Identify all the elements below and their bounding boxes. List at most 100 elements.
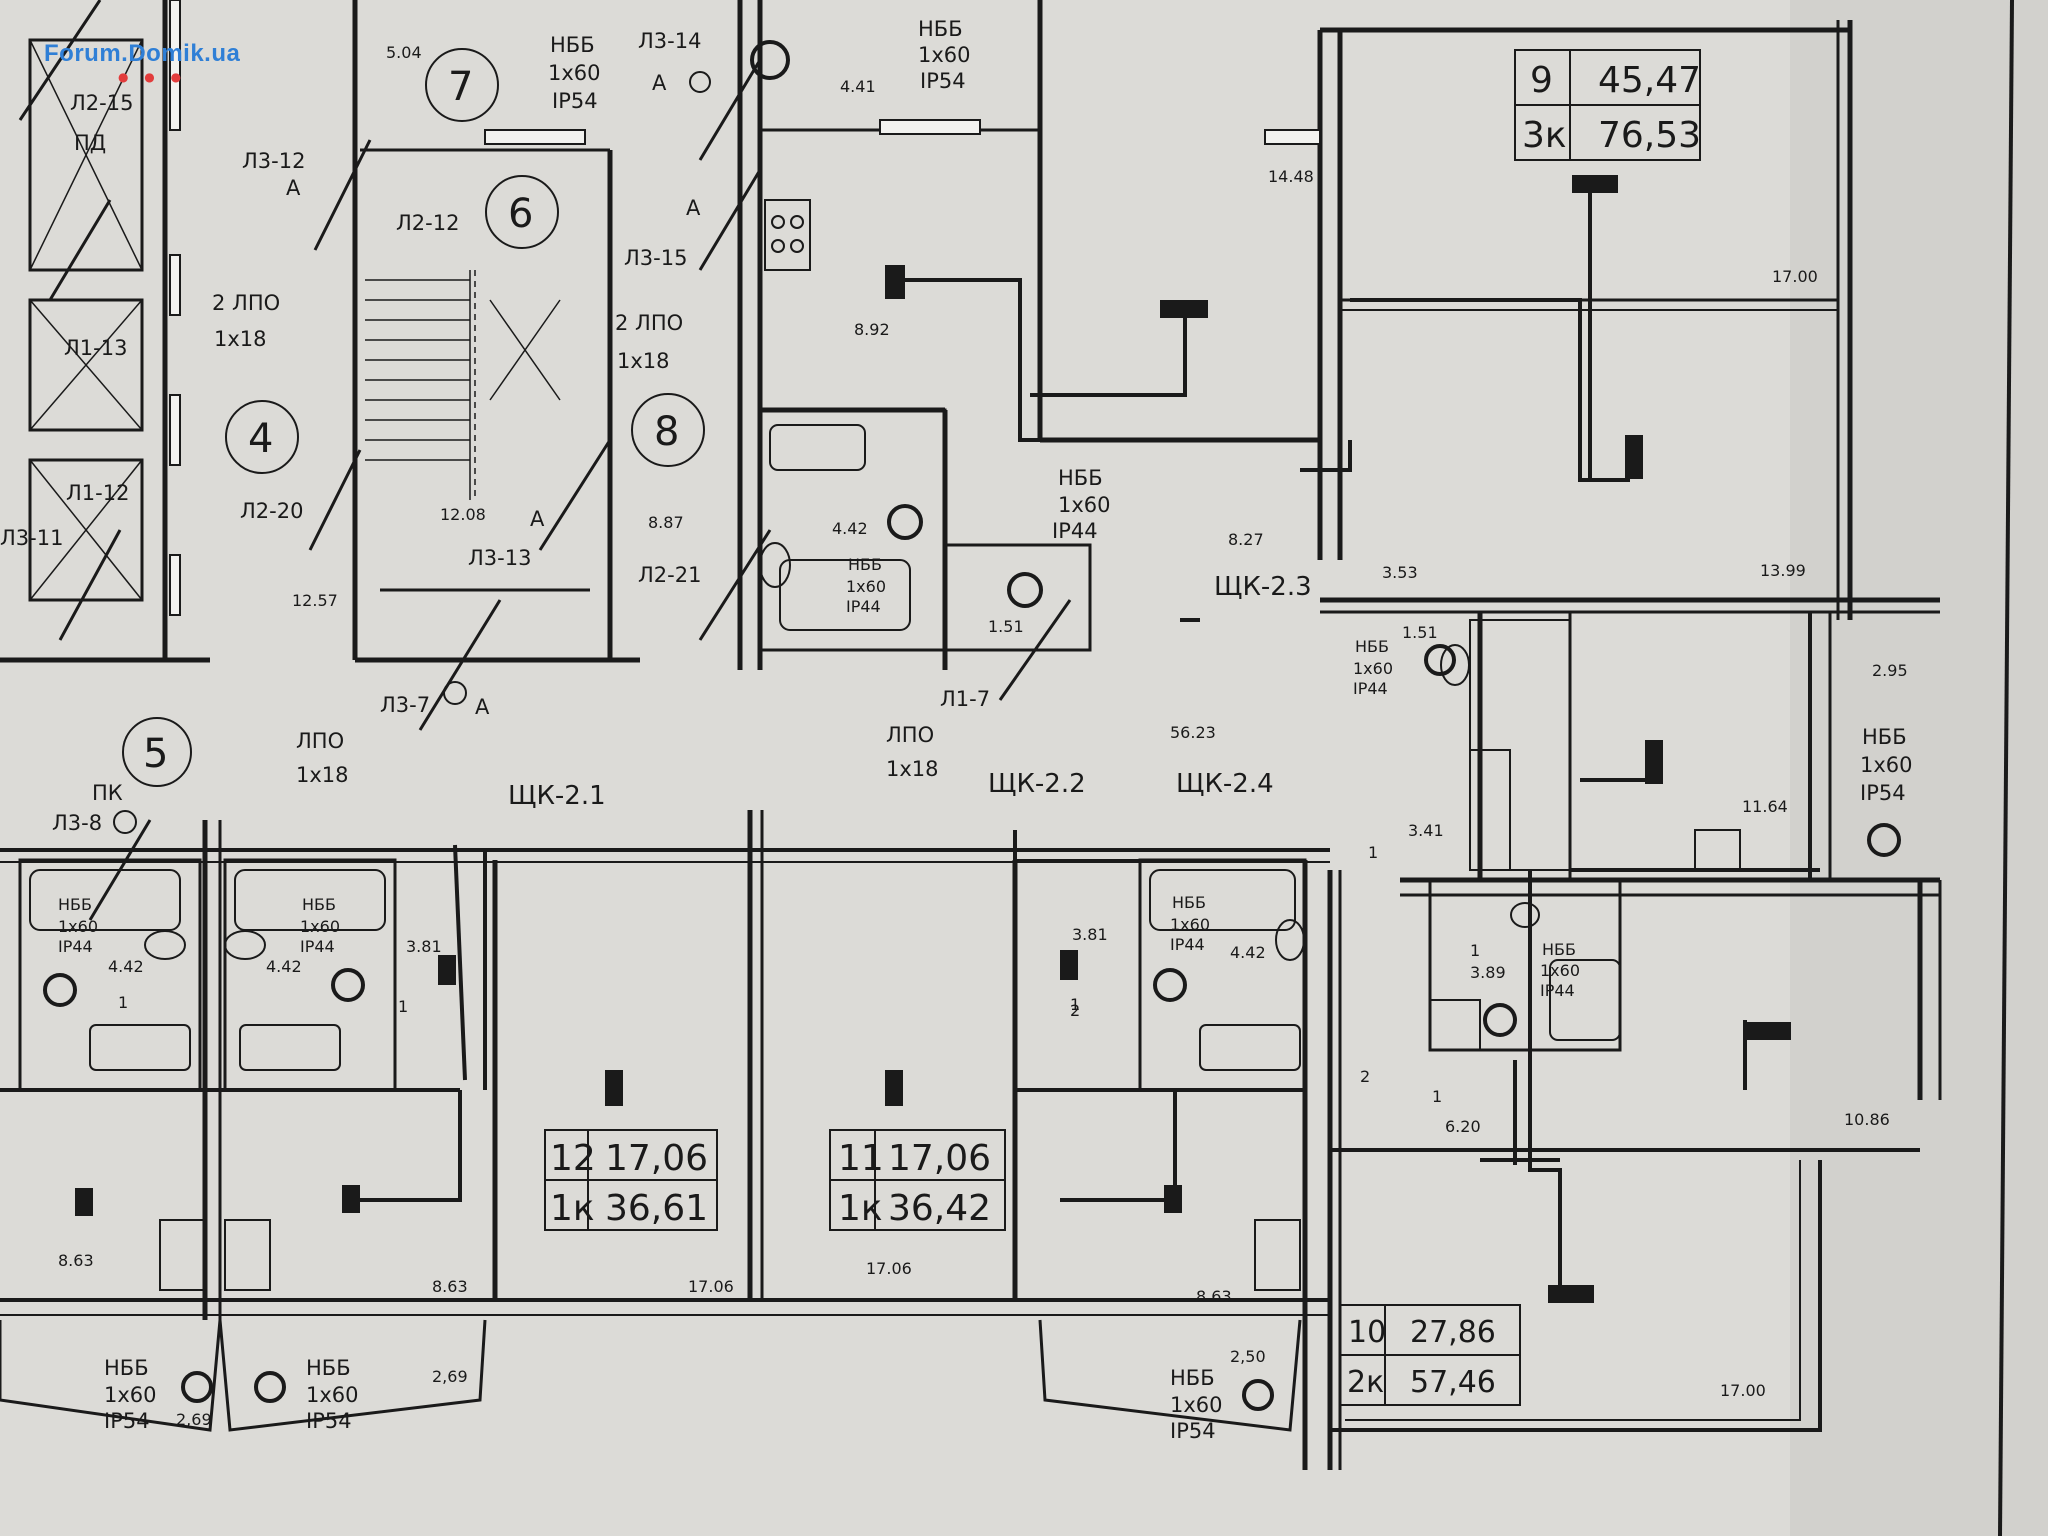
svg-text:НББ: НББ: [1172, 893, 1206, 912]
svg-text:IP54: IP54: [552, 89, 598, 113]
apartment-10-living-area: 27,86: [1410, 1315, 1496, 1350]
circuit-label: Л2-12: [396, 211, 459, 235]
apartment-11-number: 11: [838, 1138, 884, 1179]
svg-text:2 ЛПО: 2 ЛПО: [212, 291, 280, 315]
axis-label-6: 6: [508, 191, 533, 237]
svg-text:1х18: 1х18: [617, 349, 670, 373]
axis-label-4: 4: [248, 416, 273, 462]
svg-text:2,69: 2,69: [432, 1367, 468, 1386]
apartment-10-number: 10: [1348, 1315, 1386, 1350]
fixture-label: НББ 1х60 IP44: [300, 895, 340, 956]
svg-text:4.41: 4.41: [840, 77, 876, 96]
apartment-10-box: [1339, 1304, 1521, 1406]
svg-text:НББ: НББ: [104, 1356, 149, 1380]
svg-text:3.53: 3.53: [1382, 563, 1418, 582]
circuit-label: Л3-8: [52, 811, 102, 835]
fixture-label: НББ 1х60 IP44: [1170, 893, 1210, 954]
circuit-label: А: [286, 176, 301, 200]
svg-text:14.48: 14.48: [1268, 167, 1314, 186]
svg-text:1.51: 1.51: [1402, 623, 1438, 642]
panel-label: ЩК-2.4: [1176, 769, 1274, 799]
circuit-label: Л3-11: [0, 526, 63, 550]
svg-text:1х18: 1х18: [886, 757, 939, 781]
junction-boxes: [75, 175, 1791, 1303]
svg-text:1х18: 1х18: [296, 763, 349, 787]
svg-text:2: 2: [1070, 1001, 1080, 1020]
svg-text:2 ЛПО: 2 ЛПО: [615, 311, 683, 335]
room-area-labels: 5.04 4.41 14.48 17.00 8.92 8.87 12.08 12…: [58, 43, 1908, 1429]
svg-text:IP54: IP54: [306, 1409, 352, 1433]
watermark-dots: ● ● ●: [118, 70, 188, 84]
circuit-label: А: [530, 507, 545, 531]
svg-text:IP44: IP44: [846, 597, 881, 616]
apartment-11-total-area: 36,42: [888, 1188, 991, 1229]
apartment-12-box: [544, 1129, 718, 1231]
svg-text:4.42: 4.42: [1230, 943, 1266, 962]
furniture-symbols: [29, 199, 1741, 1291]
panel-label: ЩК-2.3: [1214, 572, 1312, 602]
circuit-label: Л1-12: [66, 481, 129, 505]
circuit-label: Л3-15: [624, 246, 687, 270]
svg-text:56.23: 56.23: [1170, 723, 1216, 742]
apartment-9-number: 9: [1530, 60, 1553, 101]
circuit-label: ПД: [74, 131, 106, 155]
apartment-9-total-area: 76,53: [1598, 115, 1701, 156]
svg-text:6.20: 6.20: [1445, 1117, 1481, 1136]
svg-text:1х60: 1х60: [1353, 659, 1393, 678]
svg-text:НББ: НББ: [550, 33, 595, 57]
svg-text:IP44: IP44: [1353, 679, 1388, 698]
svg-text:17.06: 17.06: [866, 1259, 912, 1278]
svg-text:8.27: 8.27: [1228, 530, 1264, 549]
svg-text:ЛПО: ЛПО: [886, 723, 934, 747]
svg-text:4.42: 4.42: [832, 519, 868, 538]
axis-label-8: 8: [654, 409, 679, 455]
svg-text:8.63: 8.63: [432, 1277, 468, 1296]
axis-label-7: 7: [448, 64, 473, 110]
svg-text:НББ: НББ: [58, 895, 92, 914]
apartment-9-box: [1514, 49, 1701, 161]
svg-text:1х60: 1х60: [1170, 1393, 1223, 1417]
svg-text:НББ: НББ: [848, 555, 882, 574]
panel-label: ЩК-2.2: [988, 769, 1086, 799]
apartment-11-box: [829, 1129, 1006, 1231]
fixture-label: НББ 1х60 IP54: [104, 1356, 157, 1433]
apartment-11-living-area: 17,06: [888, 1138, 991, 1179]
svg-text:1х60: 1х60: [846, 577, 886, 596]
svg-text:1х60: 1х60: [548, 61, 601, 85]
circuit-label: Л2-21: [638, 563, 701, 587]
svg-text:НББ: НББ: [306, 1356, 351, 1380]
svg-text:ЛПО: ЛПО: [296, 729, 344, 753]
svg-text:IP44: IP44: [300, 937, 335, 956]
svg-text:13.99: 13.99: [1760, 561, 1806, 580]
drawing-frame-border: [1998, 0, 2014, 1536]
svg-text:НББ: НББ: [918, 17, 963, 41]
svg-text:IP44: IP44: [1052, 519, 1098, 543]
apartment-9-rooms: 3к: [1522, 115, 1567, 156]
circuit-label: А: [652, 71, 667, 95]
svg-text:1х18: 1х18: [214, 327, 267, 351]
fixture-label: НББ 1х60 IP44: [1052, 466, 1111, 543]
fixture-label: НББ 1х60 IP54: [306, 1356, 359, 1433]
apartment-11-rooms: 1к: [838, 1188, 883, 1229]
circuit-label: Л3-7: [380, 693, 430, 717]
svg-text:1х60: 1х60: [1170, 915, 1210, 934]
svg-text:IP54: IP54: [104, 1409, 150, 1433]
wiring-lines: [360, 190, 1747, 1290]
lamp-label: 2 ЛПО 1х18: [212, 291, 280, 351]
svg-text:4.42: 4.42: [266, 957, 302, 976]
axis-label-5: 5: [143, 731, 168, 777]
fixture-label: НББ 1х60 IP44: [58, 895, 98, 956]
circuit-label: А: [475, 695, 490, 719]
circuit-label: Л3-14: [638, 29, 701, 53]
svg-text:1.51: 1.51: [988, 617, 1024, 636]
fixture-label: НББ 1х60 IP44: [846, 555, 886, 616]
apartment-10-rooms: 2к: [1347, 1365, 1384, 1400]
svg-text:1: 1: [1070, 995, 1080, 1014]
svg-text:1: 1: [118, 993, 128, 1012]
circuit-label: Л3-13: [468, 546, 531, 570]
fixture-label: НББ 1х60 IP44: [1540, 940, 1580, 1000]
svg-text:НББ: НББ: [1170, 1366, 1215, 1390]
switch-leads: [18, 0, 1072, 921]
svg-text:8.63: 8.63: [58, 1251, 94, 1270]
svg-text:3.89: 3.89: [1470, 963, 1506, 982]
